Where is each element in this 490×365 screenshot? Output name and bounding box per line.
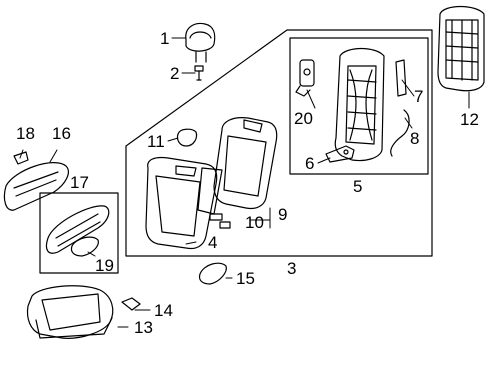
part-15-icon xyxy=(198,262,227,285)
callout-15: 15 xyxy=(236,269,255,288)
callout-7: 7 xyxy=(414,87,423,106)
seat-cushion-icon xyxy=(26,285,114,339)
callout-16: 16 xyxy=(52,124,71,143)
headrest-icon xyxy=(185,22,216,63)
side-panel-icon xyxy=(197,167,223,215)
callout-12: 12 xyxy=(460,110,479,129)
assembly-outline-3 xyxy=(125,29,433,257)
lumbar-support-icon xyxy=(45,205,110,254)
side-shield-icon xyxy=(3,162,69,211)
callout-2: 2 xyxy=(170,64,179,83)
callout-18: 18 xyxy=(16,124,35,143)
trim-piece-11-icon xyxy=(176,128,198,147)
callout-11: 11 xyxy=(147,132,165,151)
lumbar-box-17 xyxy=(39,192,119,274)
callout-20: 20 xyxy=(294,109,313,128)
clip-18-icon xyxy=(13,151,29,165)
callout-10: 10 xyxy=(245,213,264,232)
frame-12-icon xyxy=(437,5,485,92)
cable-icon xyxy=(390,109,410,157)
callout-4: 4 xyxy=(208,233,217,252)
seatback-frame-icon xyxy=(334,47,385,162)
callout-8: 8 xyxy=(410,129,419,148)
headrest-guide-icon xyxy=(194,65,204,81)
frame-box-5 xyxy=(289,37,429,175)
bracket-icon xyxy=(395,59,407,97)
callout-19: 19 xyxy=(95,256,114,275)
callout-6: 6 xyxy=(305,154,314,173)
callout-1: 1 xyxy=(160,29,169,48)
recliner-icon xyxy=(295,59,315,97)
callout-17: 17 xyxy=(70,173,89,192)
seatback-pad-icon xyxy=(213,117,278,210)
leader-lines xyxy=(19,37,470,328)
part-14-icon xyxy=(121,297,141,311)
callout-13: 13 xyxy=(134,318,153,337)
callout-9: 9 xyxy=(278,205,287,224)
callout-14: 14 xyxy=(154,301,173,320)
clip-icon xyxy=(209,213,231,229)
seatback-cover-icon xyxy=(145,156,218,250)
callout-3: 3 xyxy=(287,259,296,278)
callout-5: 5 xyxy=(353,177,362,196)
cover-19-icon xyxy=(70,236,99,257)
lever-icon xyxy=(325,145,355,163)
callout-labels: 1 2 3 4 5 6 7 8 9 10 11 12 13 14 15 16 1… xyxy=(16,29,479,337)
